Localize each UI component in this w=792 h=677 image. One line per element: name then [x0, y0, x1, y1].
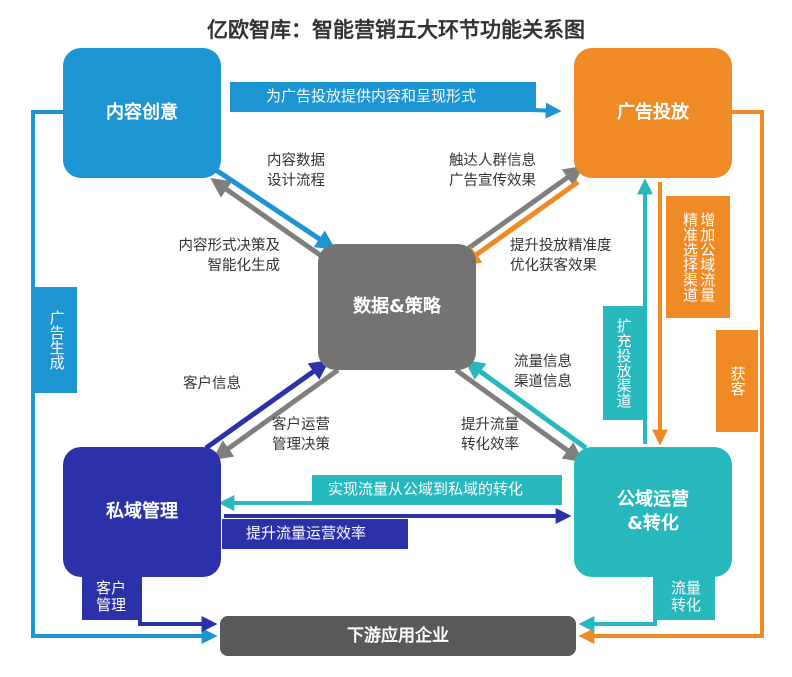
node-private-domain: 私域管理 [63, 447, 221, 577]
band-content-to-ads-label: 为广告投放提供内容和呈现形式 [266, 87, 477, 105]
box-acquire-customers: 获客 [716, 330, 758, 432]
band-private-to-public: 提升流量运营效率 [222, 519, 408, 549]
arrow-data-to-ads [464, 165, 584, 253]
arrow-public-to-downstream [578, 577, 657, 632]
node-public-domain: 公域运营 &转化 [574, 447, 732, 577]
node-private-label: 私域管理 [106, 500, 178, 522]
arrow-ads-to-downstream [578, 110, 764, 644]
node-downstream-label: 下游应用企业 [347, 625, 449, 646]
box-traffic-conversion-label: 流量 转化 [670, 578, 701, 614]
label-content-decision: 内容形式决策及 智能化生成 [178, 238, 281, 274]
box-ad-generation-label: 广告生成 [47, 310, 66, 370]
band-public-to-private-label: 实现流量从公域到私域的转化 [328, 480, 524, 498]
arrow-data-to-content [210, 177, 332, 265]
label-traffic-info: 流量信息 渠道信息 [514, 354, 572, 390]
label-content-data: 内容数据 设计流程 [267, 153, 325, 189]
node-data-strategy: 数据&策略 [318, 244, 476, 370]
arrow-data-to-public [454, 367, 584, 463]
node-content-creative: 内容创意 [63, 48, 221, 178]
box-precise-channel-label: 精准选择渠道 [681, 212, 699, 302]
box-ad-generation: 广告生成 [35, 287, 77, 393]
arrow-content-to-data [214, 167, 336, 250]
band-content-to-ads: 为广告投放提供内容和呈现形式 [230, 82, 536, 112]
arrow-ads-to-data [460, 179, 580, 267]
arrow-public-to-data [464, 359, 588, 451]
node-data-label: 数据&策略 [353, 295, 441, 317]
band-private-to-public-label: 提升流量运营效率 [246, 524, 367, 542]
arrow-private-to-data [204, 359, 330, 451]
box-acquire-customers-label: 获客 [728, 366, 747, 396]
label-customer-ops: 客户运营 管理决策 [272, 417, 330, 453]
label-improve-traffic: 提升流量 转化效率 [461, 417, 519, 453]
node-ad-placement: 广告投放 [574, 48, 732, 178]
box-expand-channel-label: 扩充投放渠道 [614, 318, 633, 408]
box-expand-channel: 扩充投放渠道 [603, 306, 643, 420]
box-add-public-traffic-label: 增加公域流量 [698, 212, 717, 302]
band-public-to-private: 实现流量从公域到私域的转化 [312, 475, 562, 505]
node-ads-label: 广告投放 [617, 101, 689, 123]
arrow-private-to-downstream [138, 577, 218, 632]
label-improve-precision: 提升投放精准度 优化获客效果 [510, 238, 612, 274]
box-customer-mgmt: 客户 管理 [82, 574, 140, 620]
node-public-label: 公域运营 &转化 [617, 488, 689, 534]
arrow-content-to-downstream [31, 110, 218, 644]
label-customer-info: 客户信息 [183, 376, 241, 392]
label-reach-people: 触达人群信息 广告宣传效果 [449, 153, 536, 189]
diagram-title: 亿欧智库：智能营销五大环节功能关系图 [207, 18, 585, 42]
box-traffic-conversion: 流量 转化 [657, 574, 715, 620]
box-traffic-channel: 精准选择渠道 增加公域流量 [666, 196, 730, 318]
box-customer-mgmt-label: 客户 管理 [95, 578, 126, 614]
node-content-label: 内容创意 [106, 101, 178, 123]
arrow-data-to-private [212, 367, 340, 461]
node-downstream: 下游应用企业 [220, 616, 576, 656]
